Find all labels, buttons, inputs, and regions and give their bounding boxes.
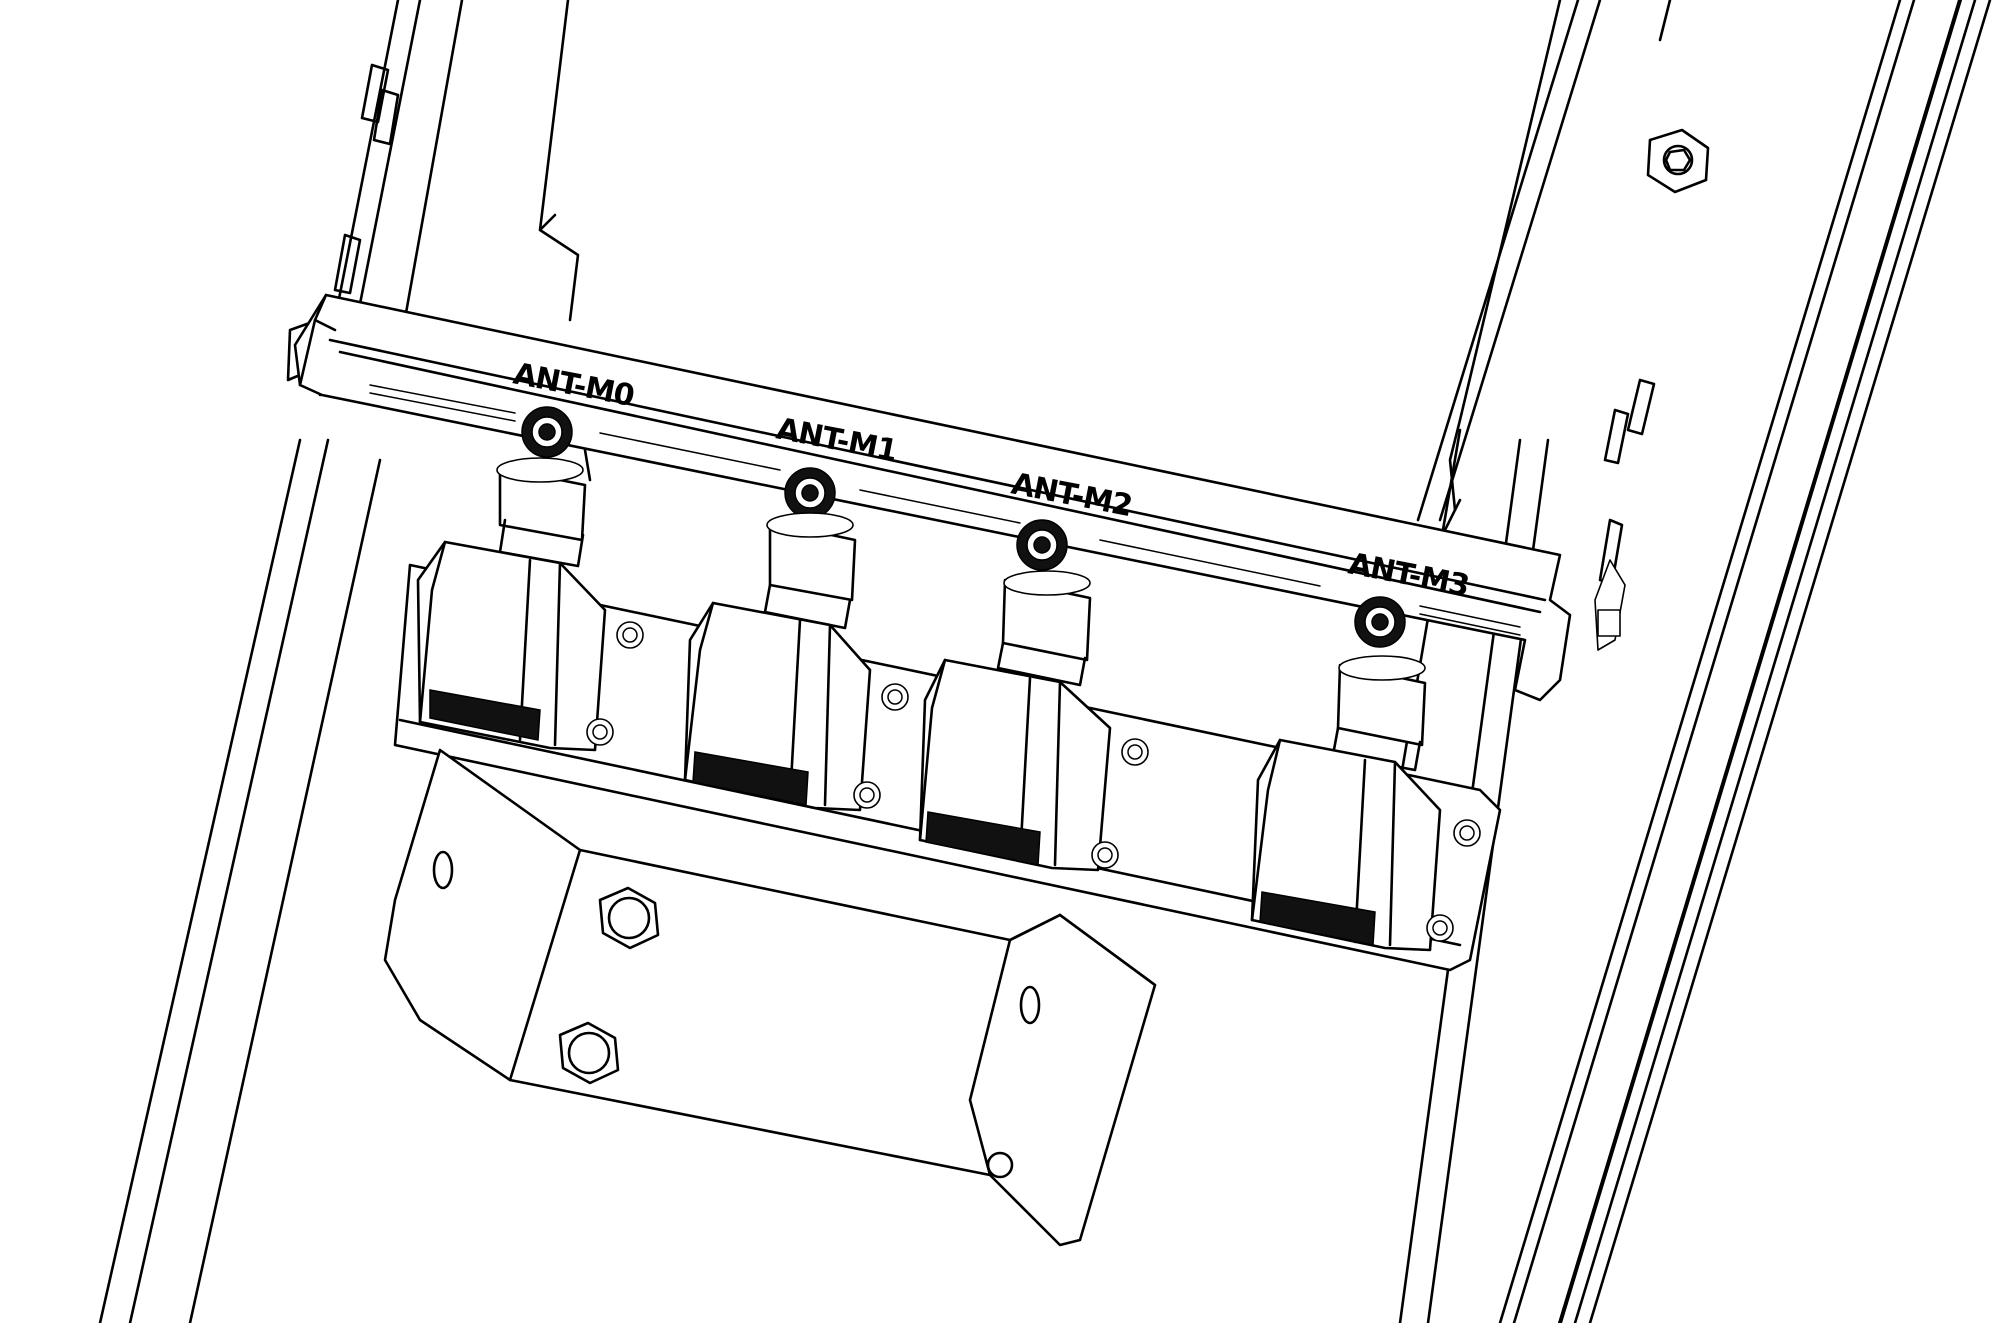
screw-m3 <box>1354 596 1406 648</box>
connector-m3 <box>1250 655 1481 952</box>
hex-nut-upper <box>598 886 660 950</box>
connector-m0 <box>416 448 644 752</box>
screw-m2 <box>1016 519 1068 571</box>
cross-bar <box>293 293 1626 702</box>
connector-m2 <box>918 570 1149 872</box>
screw-m0 <box>521 406 573 458</box>
hex-bolt-top-right <box>1646 128 1710 194</box>
connector-m1 <box>683 512 909 812</box>
screw-m1 <box>784 467 836 519</box>
hex-nut-right-bottom <box>986 1151 1014 1179</box>
hex-nut-lower <box>558 1021 620 1085</box>
bar-screws <box>521 406 1406 648</box>
lower-bracket <box>383 748 1157 1247</box>
